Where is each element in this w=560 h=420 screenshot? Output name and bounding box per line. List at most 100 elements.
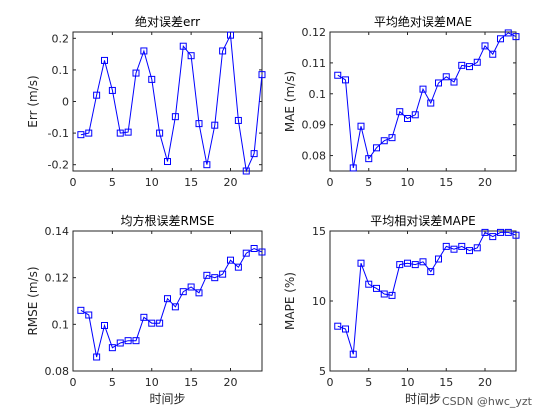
data-point (219, 47, 227, 55)
data-point (388, 291, 396, 299)
data-point (234, 263, 242, 271)
x-tick-label: 15 (439, 376, 453, 389)
data-point (380, 137, 388, 145)
data-point (242, 249, 250, 257)
data-point (489, 233, 497, 241)
data-point (211, 274, 219, 282)
x-tick-label: 5 (365, 376, 372, 389)
data-point (512, 231, 520, 239)
data-point (124, 337, 132, 345)
data-point (187, 283, 195, 291)
data-point (450, 245, 458, 253)
x-tick-label: 15 (439, 176, 453, 189)
y-axis-label: MAPE (%) (283, 272, 297, 330)
x-axis-label: 时间步 (405, 392, 441, 406)
y-axis-label: Err (m/s) (26, 75, 40, 127)
data-point (466, 247, 473, 255)
data-point (473, 244, 481, 252)
data-point (211, 121, 219, 129)
chart-title: 平均相对误差MAPE (370, 214, 475, 228)
data-point (187, 52, 195, 60)
data-point (250, 245, 258, 252)
data-point (365, 280, 373, 288)
data-point (93, 353, 101, 361)
axes-box (329, 31, 517, 172)
data-point (342, 76, 349, 84)
data-point (373, 144, 380, 152)
data-point (357, 122, 365, 130)
data-point (342, 325, 349, 333)
data-point (124, 128, 132, 136)
data-point (140, 313, 148, 321)
x-tick-label: 15 (184, 376, 198, 389)
y-tick-label: 5 (319, 365, 326, 378)
data-point (203, 161, 211, 169)
x-tick-label: 10 (145, 376, 159, 389)
data-point (85, 311, 93, 319)
data-point (179, 42, 187, 50)
data-point (148, 319, 156, 327)
data-point (85, 129, 93, 137)
y-tick-label: -0.1 (48, 127, 69, 140)
x-tick-label: 0 (70, 376, 77, 389)
axes-box (72, 230, 263, 372)
chart-title: 均方根误差RMSE (121, 213, 215, 228)
data-point (108, 86, 116, 94)
data-point (411, 261, 419, 269)
data-point (250, 150, 258, 158)
data-point (77, 306, 85, 314)
data-point (101, 56, 108, 64)
data-point (458, 61, 466, 69)
data-point (504, 29, 512, 37)
data-point (504, 228, 512, 236)
x-axis-label: 时间步 (149, 392, 185, 406)
data-point (116, 339, 124, 347)
data-point (380, 290, 388, 298)
data-point (489, 50, 497, 58)
data-point (227, 31, 234, 39)
data-point (242, 167, 250, 175)
x-tick-label: 0 (327, 376, 334, 389)
data-point (427, 99, 435, 107)
data-point (258, 248, 266, 256)
data-point (140, 47, 148, 55)
data-point (164, 158, 171, 166)
data-point (179, 288, 187, 296)
y-tick-label: 0.12 (45, 272, 70, 285)
x-tick-label: 10 (145, 176, 159, 189)
data-point (442, 73, 450, 81)
series-line (80, 247, 263, 358)
data-point (365, 155, 373, 163)
data-point (227, 256, 234, 264)
y-tick-label: 0.11 (302, 57, 327, 70)
data-point (404, 114, 411, 122)
data-point (466, 63, 473, 71)
series-line (337, 32, 517, 168)
y-tick-label: 15 (312, 225, 326, 238)
data-point (116, 129, 124, 137)
chart-title: 平均绝对误差MAE (374, 14, 472, 29)
y-tick-label: 10 (312, 295, 326, 308)
data-point (93, 91, 101, 99)
data-point (373, 284, 380, 292)
y-tick-label: 0.1 (309, 88, 327, 101)
series-line (337, 231, 517, 355)
x-tick-label: 20 (224, 376, 238, 389)
x-tick-label: 5 (109, 176, 116, 189)
y-tick-label: -0.2 (48, 159, 69, 172)
y-tick-label: 0.08 (45, 365, 70, 378)
data-point (388, 134, 396, 142)
data-point (195, 289, 203, 297)
y-tick-label: 0.08 (302, 150, 327, 163)
x-tick-label: 20 (478, 176, 492, 189)
data-point (497, 228, 504, 236)
data-point (458, 242, 466, 250)
x-tick-label: 10 (401, 376, 415, 389)
data-point (349, 350, 357, 358)
data-point (258, 71, 266, 79)
data-point (195, 120, 203, 128)
watermark: CSDN @hwc_yzt (442, 395, 533, 408)
